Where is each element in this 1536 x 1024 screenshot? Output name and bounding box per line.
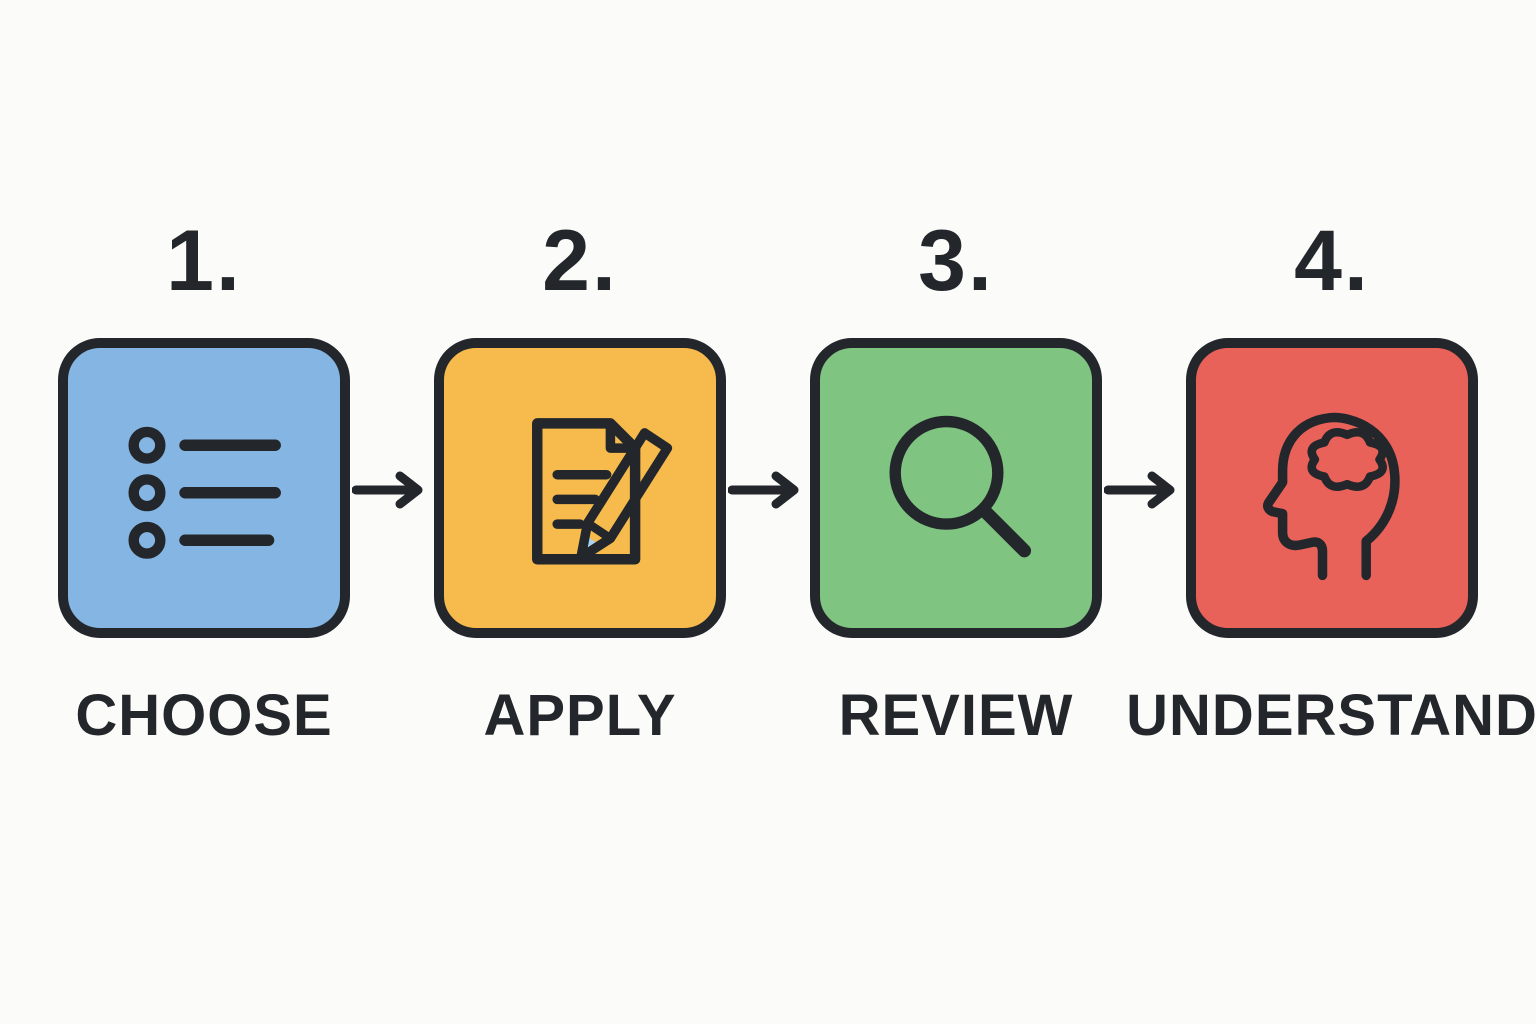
step-number: 1. (166, 213, 242, 309)
head-brain-icon (1263, 412, 1400, 581)
step-apply: 2. APPLY (434, 218, 726, 749)
arrow-right-icon (728, 471, 799, 509)
arrow-right-icon (352, 471, 423, 509)
checklist-icon (128, 426, 281, 559)
step-number: 3. (918, 213, 994, 309)
arrow-1 (350, 468, 434, 512)
arrow-3 (1102, 468, 1186, 512)
step-understand: 4. UNDERSTAND (1126, 213, 1536, 749)
step-label: APPLY (483, 683, 677, 748)
steps-row: 1. CHOOSE 2. (58, 213, 1536, 749)
document-pencil-icon (532, 418, 673, 565)
step-review: 3. REVIEW (810, 218, 1102, 749)
step-label: REVIEW (838, 683, 1074, 748)
arrow-right-icon (1104, 471, 1175, 509)
step-label: CHOOSE (75, 683, 333, 748)
step-label: UNDERSTAND (1126, 683, 1536, 748)
step-box-choose (58, 338, 350, 638)
step-box-apply (434, 338, 726, 638)
step-box-understand (1186, 338, 1478, 638)
step-number: 4. (1294, 213, 1370, 309)
arrow-2 (726, 468, 810, 512)
step-number: 2. (542, 213, 618, 309)
magnifier-icon (889, 415, 1032, 558)
step-choose: 1. CHOOSE (58, 218, 350, 749)
step-box-review (810, 338, 1102, 638)
